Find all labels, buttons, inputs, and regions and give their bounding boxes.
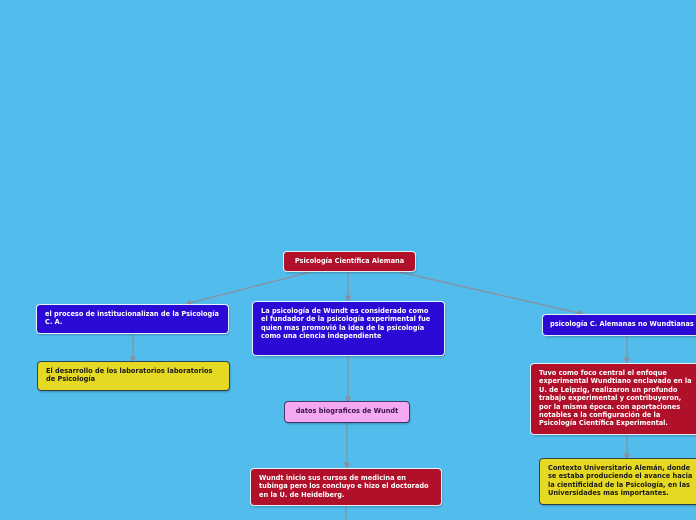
datos-node[interactable]: datos biograficos de Wundt [285, 402, 409, 422]
right-topic-node[interactable]: psicología C. Alemanas no Wundtianas [543, 315, 696, 335]
datos-label: datos biograficos de Wundt [295, 407, 399, 415]
connector-root-left [184, 271, 311, 306]
left-child-node[interactable]: El desarrollo de los laboratorios labora… [38, 362, 229, 390]
root-topic-node[interactable]: Psicología Científica Alemana [284, 252, 415, 271]
right-grandchild-node[interactable]: Contexto Universitario Alemán, donde se … [540, 459, 696, 504]
middle-topic-label: La psicología de Wundt es considerado co… [261, 307, 431, 341]
right-topic-label: psicología C. Alemanas no Wundtianas [550, 320, 694, 328]
right-child-label: Tuvo como foco central el enfoque experi… [539, 369, 692, 428]
middle-topic-node[interactable]: La psicología de Wundt es considerado co… [253, 302, 444, 355]
bio-node[interactable]: Wundt inicio sus cursos de medicina en t… [251, 469, 441, 505]
right-child-node[interactable]: Tuvo como foco central el enfoque experi… [531, 364, 696, 434]
root-topic-label: Psicología Científica Alemana [294, 257, 405, 265]
left-topic-node[interactable]: el proceso de institucionalizan de la Ps… [37, 305, 228, 333]
right-grandchild-label: Contexto Universitario Alemán, donde se … [548, 464, 693, 498]
bio-label: Wundt inicio sus cursos de medicina en t… [259, 474, 429, 499]
left-topic-label: el proceso de institucionalizan de la Ps… [45, 310, 219, 327]
left-child-label: El desarrollo de los laboratorios labora… [46, 367, 213, 384]
